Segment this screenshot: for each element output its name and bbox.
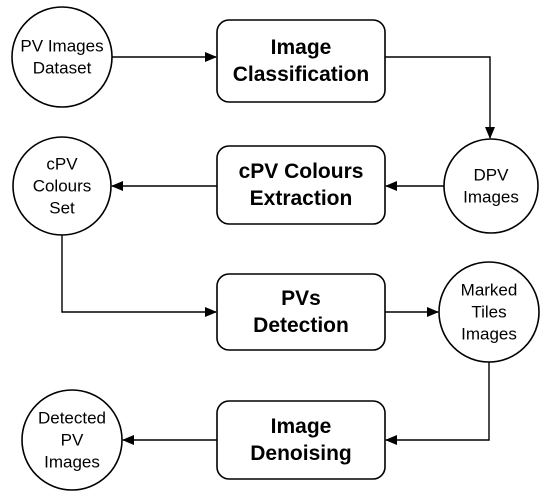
process-box — [216, 145, 386, 225]
node-label-line: Images — [461, 325, 517, 344]
node-label-line: DPV — [474, 166, 510, 185]
node-dpv-images: DPV Images — [443, 138, 539, 234]
data-circle — [12, 136, 112, 236]
node-label-line: Marked — [461, 281, 518, 300]
process-box — [216, 19, 386, 103]
node-label-line: Colours — [33, 177, 92, 196]
nodes-layer: PV ImagesDatasetImageClassificationDPVIm… — [11, 6, 540, 491]
node-label-line: PV — [61, 431, 84, 450]
node-label-line: Denoising — [250, 442, 352, 465]
node-label-line: Dataset — [33, 59, 92, 78]
node-label-line: cPV — [46, 155, 78, 174]
arrow-cpv-colours-set-to-pvs-detection — [61, 235, 217, 317]
node-label-line: Detection — [253, 314, 349, 337]
edges-layer — [61, 52, 495, 445]
data-circle — [11, 6, 113, 108]
node-label-line: Image — [271, 36, 332, 59]
node-label-line: Tiles — [471, 303, 506, 322]
node-label-line: Image — [271, 415, 332, 438]
data-circle — [438, 261, 540, 363]
data-circle — [21, 389, 123, 491]
node-label-line: PVs — [281, 287, 321, 310]
arrow-marked-tiles-images-to-image-denoising — [385, 362, 490, 445]
node-label-line: Extraction — [250, 187, 353, 210]
process-box — [216, 273, 386, 351]
node-label-line: Detected — [38, 409, 106, 428]
data-circle — [443, 138, 539, 234]
node-label-line: PV Images — [20, 37, 103, 56]
process-box — [216, 400, 386, 480]
node-label-line: Images — [44, 453, 100, 472]
node-label-line: Classification — [233, 63, 370, 86]
node-label-line: Set — [49, 199, 75, 218]
node-label-line: cPV Colours — [239, 160, 364, 183]
arrow-image-classification-to-dpv-images — [385, 56, 495, 139]
node-label-line: Images — [463, 188, 519, 207]
